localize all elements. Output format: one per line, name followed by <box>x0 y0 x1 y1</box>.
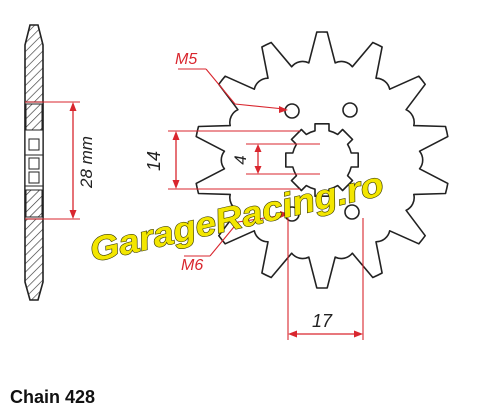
fixing-hole-top-left <box>284 103 300 119</box>
thread-label-m6: M6 <box>181 257 203 274</box>
dimension-label-hub-height: 28 mm <box>77 136 96 189</box>
side-profile-hub-section <box>25 103 43 131</box>
side-profile-spline-slot <box>28 138 40 151</box>
sprocket-front-view <box>195 31 449 289</box>
side-profile-spline-slot <box>28 157 40 170</box>
side-profile-view <box>24 24 44 301</box>
thread-label-m5: M5 <box>175 51 197 68</box>
dimension-spline: 4 <box>231 143 320 175</box>
dimension-label-offset: 17 <box>312 311 333 331</box>
thread-callout-m6: M6 <box>181 211 289 274</box>
dimension-label-bore: 14 <box>144 151 164 171</box>
dimension-hub-height: 28 mm <box>25 101 96 220</box>
fixing-hole-bottom-right <box>344 204 360 220</box>
dimension-bore: 14 <box>144 130 300 190</box>
side-profile-hub-section <box>25 189 43 218</box>
dimension-offset: 17 <box>287 218 364 340</box>
dimension-label-spline: 4 <box>231 155 250 164</box>
side-profile-spline-slot <box>28 171 40 184</box>
thread-callout-m5: M5 <box>175 51 288 113</box>
spline-bore <box>285 123 359 197</box>
fixing-hole-top-right <box>342 102 358 118</box>
chain-caption: Chain 428 <box>10 387 95 407</box>
